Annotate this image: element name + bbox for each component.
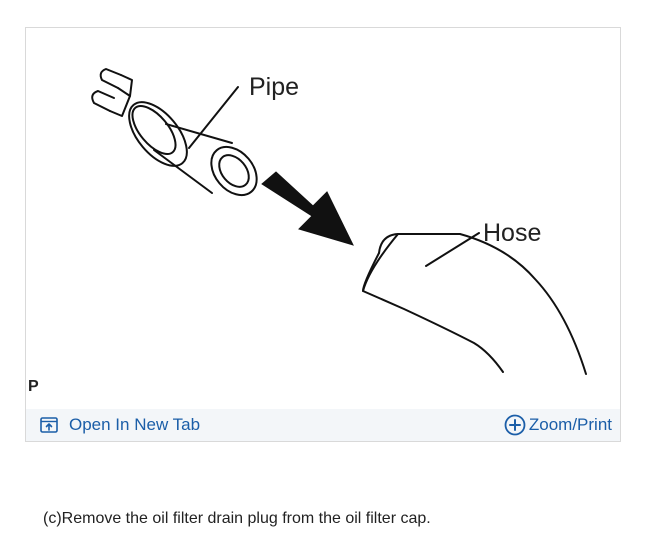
instruction-text: (c)Remove the oil filter drain plug from… (43, 510, 431, 527)
figure-toolbar: Open In New Tab Zoom/Print (26, 409, 620, 441)
hose-top-edge (397, 233, 587, 375)
open-in-new-tab-label: Open In New Tab (69, 415, 201, 434)
pipe-body-bottom (153, 149, 213, 194)
hose-mouth-side (362, 233, 399, 292)
pipe-prong-lower (91, 90, 115, 112)
zoom-print-button[interactable]: Zoom/Print (504, 414, 612, 436)
hose-bottom-edge (362, 252, 504, 373)
pipe-flange (128, 101, 188, 167)
hose-mouth-top (378, 233, 399, 254)
open-in-new-tab-button[interactable]: Open In New Tab (40, 415, 200, 435)
pipe-hose-illustration (91, 68, 587, 375)
pipe-body-top (165, 123, 233, 144)
pipe-prong-upper (99, 68, 122, 89)
hose-leader-line (425, 232, 480, 267)
zoom-print-label: Zoom/Print (528, 415, 612, 434)
zoom-plus-icon (504, 414, 526, 436)
pipe-leader-line (188, 86, 239, 149)
direction-arrow (261, 171, 354, 246)
figure-corner-mark: P (28, 378, 39, 395)
pipe-label: Pipe (249, 73, 300, 101)
pipe-end (210, 145, 258, 197)
figure-panel: Pipe Hose P Open In New Tab Zoom/Print (25, 27, 621, 442)
pipe-prong-body (117, 74, 133, 97)
open-in-new-tab-icon (40, 417, 58, 433)
hose-label: Hose (483, 219, 542, 247)
